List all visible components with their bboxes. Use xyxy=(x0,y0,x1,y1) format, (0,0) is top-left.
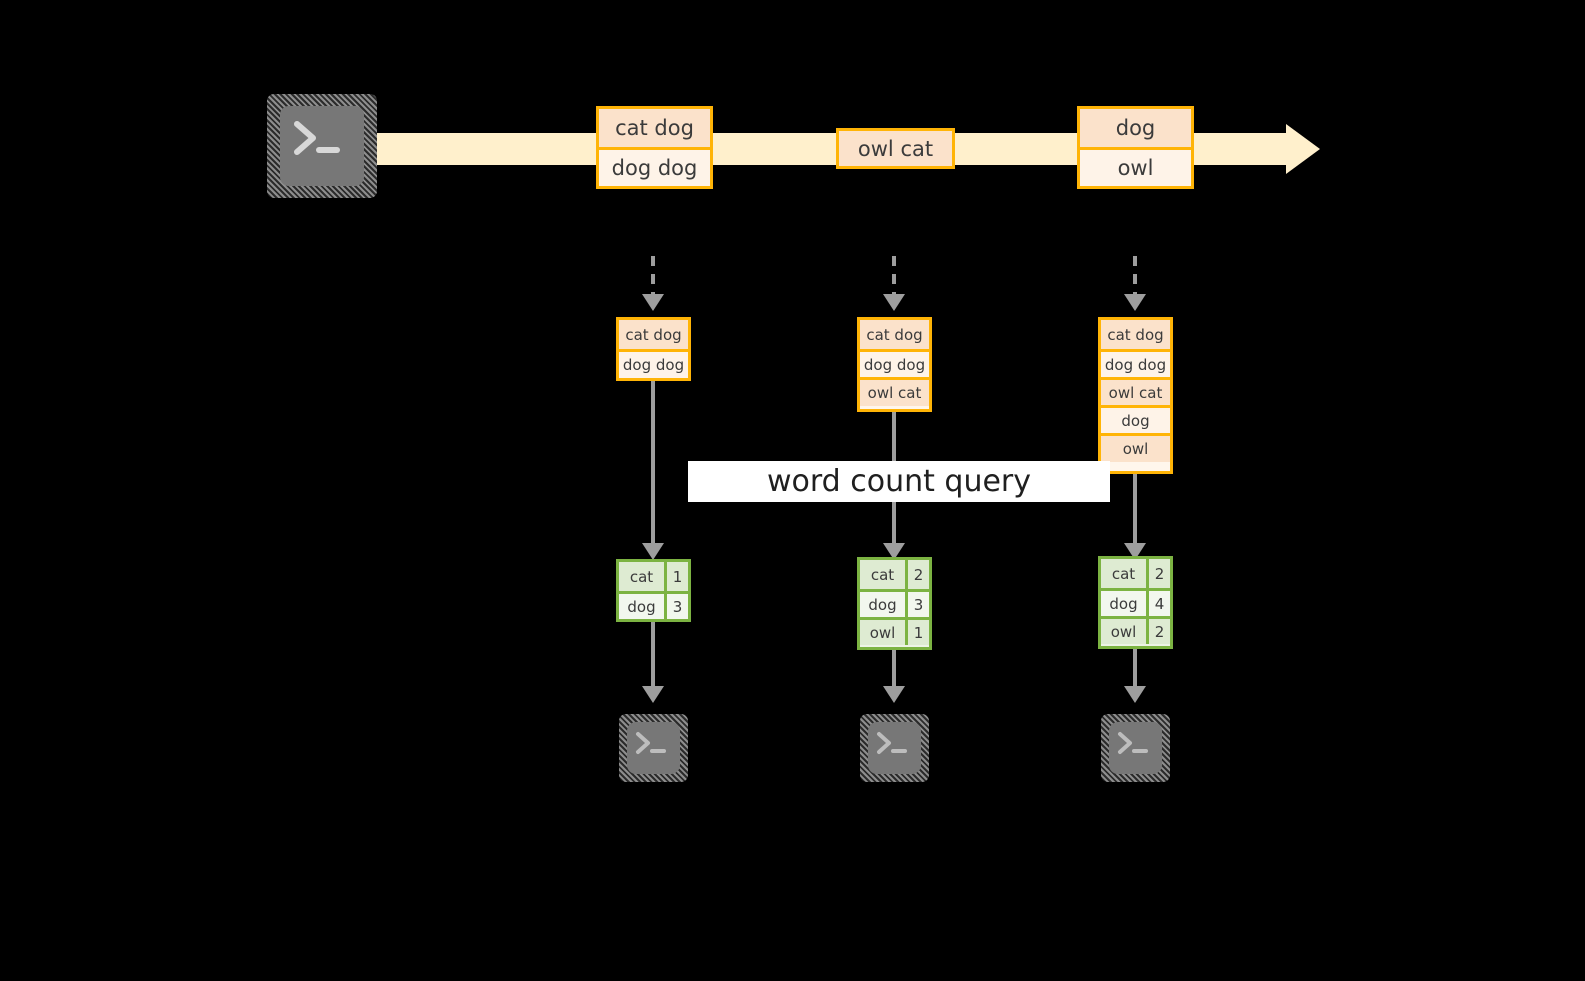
query-edge-3 xyxy=(1133,474,1137,549)
sink-edge-1 xyxy=(651,622,655,690)
terminal-screen xyxy=(1109,722,1162,774)
sink-edge-arrowhead-3 xyxy=(1124,686,1146,703)
terminal-screen xyxy=(868,722,921,774)
stream-record-line: dog dog xyxy=(599,147,710,186)
buffer-line: cat dog xyxy=(1101,320,1170,349)
result-word: cat xyxy=(860,560,905,589)
buffer-line: cat dog xyxy=(619,320,688,349)
stream-record-line: dog xyxy=(1080,109,1191,147)
snapshot-tap-arrowhead-1 xyxy=(642,294,664,311)
result-count: 4 xyxy=(1146,591,1170,616)
result-row: owl 2 xyxy=(1101,616,1170,644)
terminal-prompt-glyph xyxy=(1118,732,1148,754)
result-count: 3 xyxy=(905,592,929,617)
result-row: dog 3 xyxy=(860,589,929,617)
buffer-line: owl xyxy=(1101,433,1170,462)
result-count: 2 xyxy=(1146,559,1170,588)
sink-edge-2 xyxy=(892,650,896,690)
snapshot-tap-dash-1 xyxy=(651,256,655,296)
result-row: cat 2 xyxy=(860,560,929,589)
buffer-line: dog dog xyxy=(619,349,688,378)
query-edge-1 xyxy=(651,381,655,549)
result-row: cat 2 xyxy=(1101,559,1170,588)
stream-record-line: owl cat xyxy=(839,131,952,166)
stream-record-group-2: owl cat xyxy=(836,128,955,169)
sink-edge-arrowhead-1 xyxy=(642,686,664,703)
snapshot-tap-arrowhead-3 xyxy=(1124,294,1146,311)
terminal-prompt-glyph xyxy=(636,732,666,754)
result-count: 2 xyxy=(1146,619,1170,644)
query-edge-arrowhead-3 xyxy=(1124,543,1146,560)
snapshot-tap-dash-3 xyxy=(1133,256,1137,296)
stream-record-line: cat dog xyxy=(599,109,710,147)
result-count: 1 xyxy=(905,620,929,645)
result-row: dog 4 xyxy=(1101,588,1170,616)
result-word: dog xyxy=(1101,591,1146,616)
result-table-3: cat 2 dog 4 owl 2 xyxy=(1098,556,1173,649)
result-table-1: cat 1 dog 3 xyxy=(616,559,691,622)
source-terminal-icon[interactable] xyxy=(267,94,377,198)
result-word: owl xyxy=(1101,619,1146,644)
snapshot-tap-arrowhead-2 xyxy=(883,294,905,311)
result-count: 3 xyxy=(664,594,688,619)
snapshot-tap-dash-2 xyxy=(892,256,896,296)
stream-record-group-1: cat dog dog dog xyxy=(596,106,713,189)
result-word: owl xyxy=(860,620,905,645)
buffer-line: owl cat xyxy=(860,377,929,406)
result-word: cat xyxy=(619,562,664,591)
sink-terminal-icon-3[interactable] xyxy=(1101,714,1170,782)
result-row: cat 1 xyxy=(619,562,688,591)
terminal-prompt-glyph xyxy=(877,732,907,754)
result-word: dog xyxy=(619,594,664,619)
terminal-screen xyxy=(280,106,364,186)
stream-record-group-3: dog owl xyxy=(1077,106,1194,189)
query-edge-arrowhead-1 xyxy=(642,543,664,560)
terminal-screen xyxy=(627,722,680,774)
stream-arrow-head xyxy=(1286,124,1320,174)
result-row: owl 1 xyxy=(860,617,929,645)
sink-edge-arrowhead-2 xyxy=(883,686,905,703)
result-row: dog 3 xyxy=(619,591,688,619)
result-word: cat xyxy=(1101,559,1146,588)
stream-record-line: owl xyxy=(1080,147,1191,186)
sink-edge-3 xyxy=(1133,649,1137,690)
buffer-line: cat dog xyxy=(860,320,929,349)
query-label-band: word count query xyxy=(688,461,1110,502)
buffer-line: dog dog xyxy=(860,349,929,377)
terminal-prompt-glyph xyxy=(294,121,340,155)
sink-terminal-icon-1[interactable] xyxy=(619,714,688,782)
snapshot-input-buffer-2: cat dog dog dog owl cat xyxy=(857,317,932,412)
snapshot-input-buffer-3: cat dog dog dog owl cat dog owl xyxy=(1098,317,1173,474)
result-count: 2 xyxy=(905,560,929,589)
query-edge-arrowhead-2 xyxy=(883,543,905,560)
result-table-2: cat 2 dog 3 owl 1 xyxy=(857,557,932,650)
result-count: 1 xyxy=(664,562,688,591)
snapshot-input-buffer-1: cat dog dog dog xyxy=(616,317,691,381)
result-word: dog xyxy=(860,592,905,617)
buffer-line: owl cat xyxy=(1101,377,1170,405)
buffer-line: dog dog xyxy=(1101,349,1170,377)
buffer-line: dog xyxy=(1101,405,1170,433)
sink-terminal-icon-2[interactable] xyxy=(860,714,929,782)
